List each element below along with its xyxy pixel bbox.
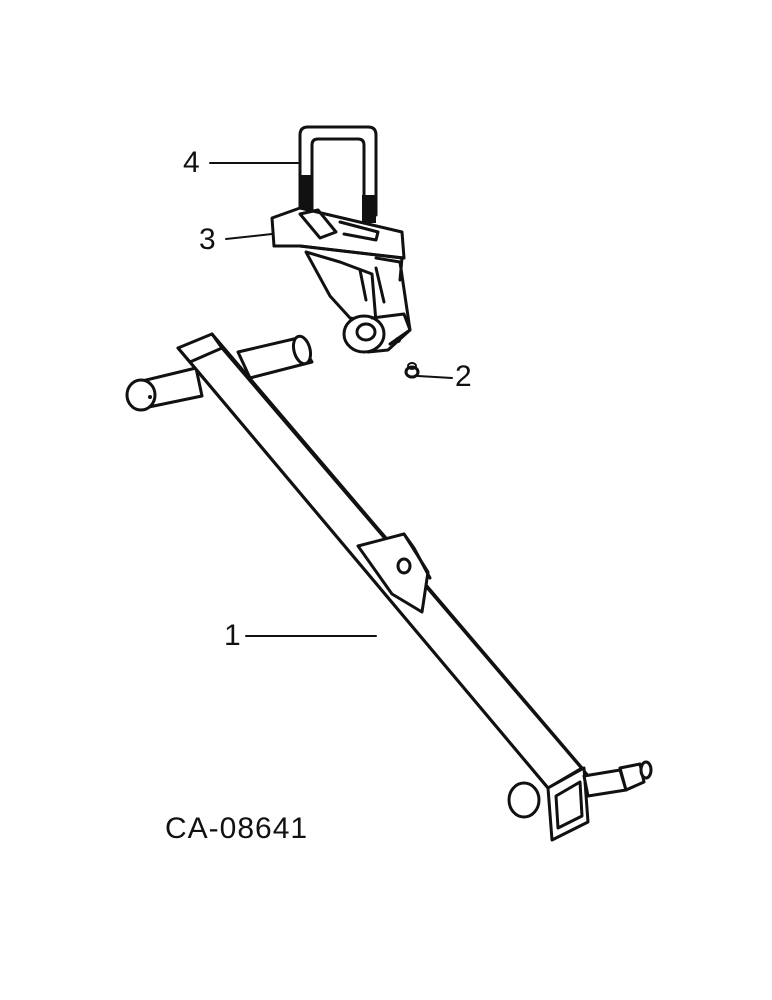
leader-line-3	[225, 233, 273, 240]
callout-2: 2	[455, 360, 472, 393]
axle-beam-part	[125, 332, 653, 842]
figure-code: CA-08641	[165, 812, 309, 845]
u-bolt-right-thread	[362, 195, 376, 223]
pivot-bracket-part	[270, 206, 412, 354]
callout-3: 3	[199, 223, 216, 256]
u-bolt-left-thread	[299, 175, 313, 211]
leader-line-2	[417, 375, 453, 379]
grease-fitting-part	[404, 362, 420, 379]
callout-1: 1	[224, 619, 241, 652]
u-bolt-part	[298, 125, 378, 240]
callout-4: 4	[183, 146, 200, 179]
